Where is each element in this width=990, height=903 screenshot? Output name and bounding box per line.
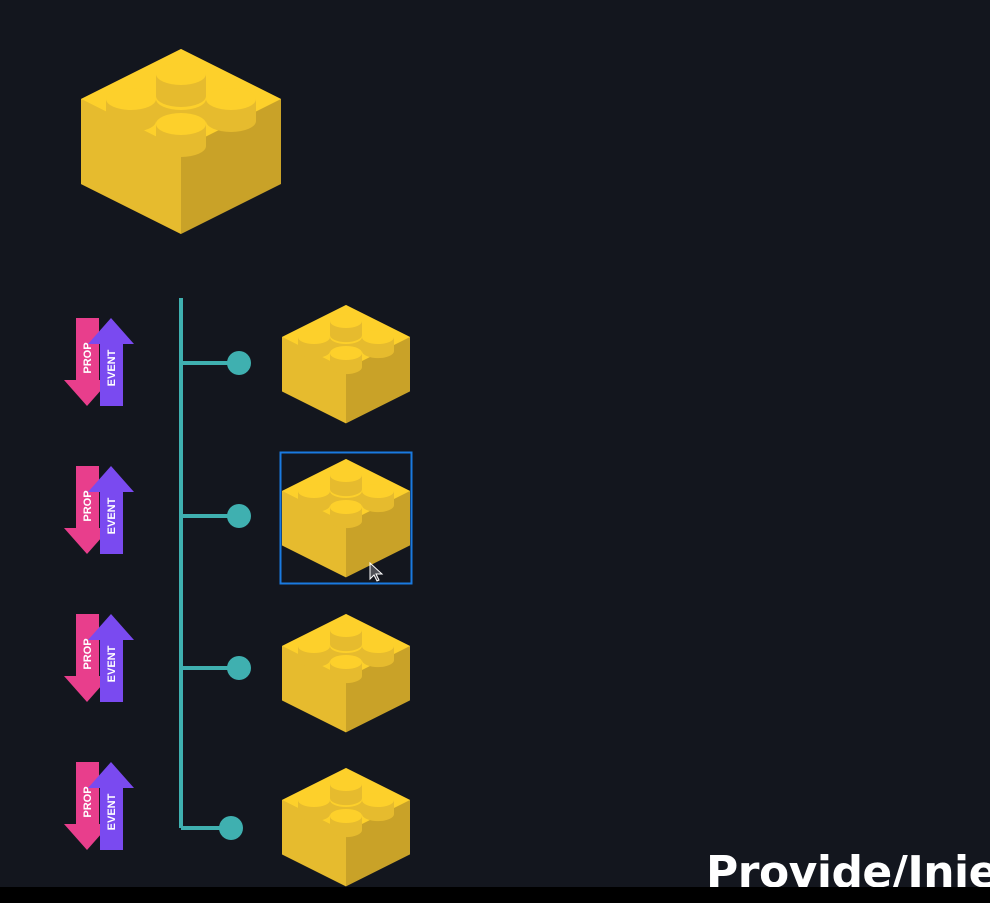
tree-node-dot [227, 351, 251, 375]
prop-label: PROP [82, 342, 94, 373]
event-label: EVENT [106, 793, 118, 830]
child-brick-icon[interactable] [282, 305, 410, 423]
child-row-2: PROP EVENT [64, 451, 413, 585]
child-brick-icon[interactable] [282, 614, 410, 732]
prop-label: PROP [82, 786, 94, 817]
event-label: EVENT [106, 645, 118, 682]
tree-node-dot [227, 504, 251, 528]
selection-box [279, 451, 413, 585]
child-row-4: PROP EVENT [64, 762, 410, 886]
bottom-bar [0, 887, 990, 903]
child-row-3: PROP EVENT [64, 614, 410, 732]
tree-node-dot [227, 656, 251, 680]
parent-brick-icon [81, 49, 281, 234]
child-brick-icon[interactable] [282, 459, 410, 577]
prop-label: PROP [82, 490, 94, 521]
tree-node-dot [219, 816, 243, 840]
event-label: EVENT [106, 497, 118, 534]
child-row-1: PROP EVENT [64, 305, 410, 423]
mouse-pointer-icon [369, 561, 384, 582]
event-label: EVENT [106, 349, 118, 386]
prop-label: PROP [82, 638, 94, 669]
child-brick-icon[interactable] [282, 768, 410, 886]
